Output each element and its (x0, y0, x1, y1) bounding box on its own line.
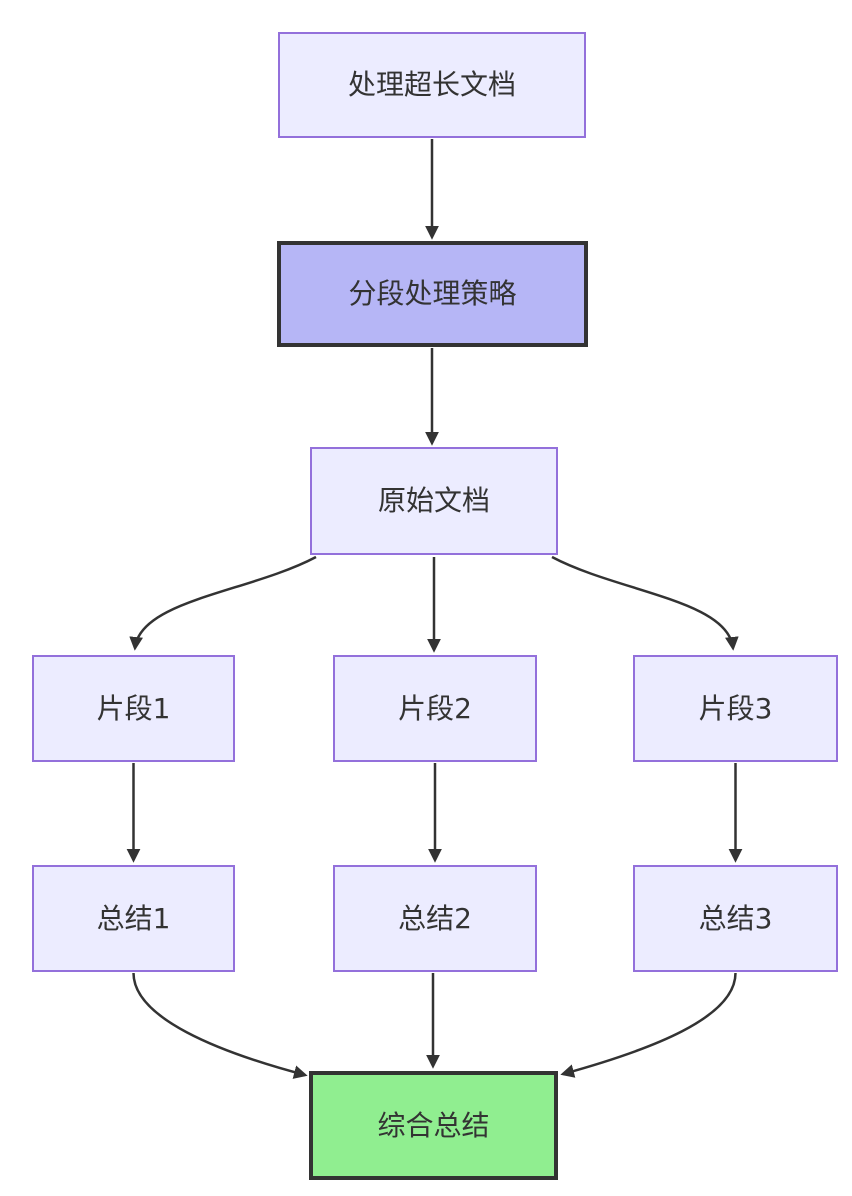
node-segment-strategy: 分段处理策略 (277, 241, 588, 347)
node-original-doc: 原始文档 (310, 447, 558, 555)
edge-c-d1 (129, 555, 317, 651)
node-fragment-3: 片段3 (633, 655, 838, 762)
node-original-doc-label: 原始文档 (377, 484, 490, 518)
node-fragment-1: 片段1 (32, 655, 235, 762)
edge-c-d3 (551, 555, 739, 651)
node-segment-strategy-label: 分段处理策略 (348, 277, 517, 311)
edge-e3-f (560, 972, 737, 1078)
node-fragment-2: 片段2 (333, 655, 537, 762)
node-combined-summary-label: 综合总结 (377, 1108, 490, 1142)
node-summary-2: 总结2 (333, 865, 537, 972)
node-fragment-2-label: 片段2 (398, 691, 472, 725)
node-combined-summary: 综合总结 (309, 1071, 558, 1180)
node-summary-3: 总结3 (633, 865, 838, 972)
node-summary-3-label: 总结3 (698, 901, 773, 935)
node-fragment-3-label: 片段3 (698, 691, 773, 725)
node-process-long-doc: 处理超长文档 (278, 32, 586, 138)
node-summary-1-label: 总结1 (96, 901, 171, 935)
node-fragment-1-label: 片段1 (96, 691, 171, 725)
edge-e1-f (132, 972, 308, 1079)
node-summary-1: 总结1 (32, 865, 235, 972)
node-summary-2-label: 总结2 (398, 901, 472, 935)
node-process-long-doc-label: 处理超长文档 (347, 68, 516, 102)
